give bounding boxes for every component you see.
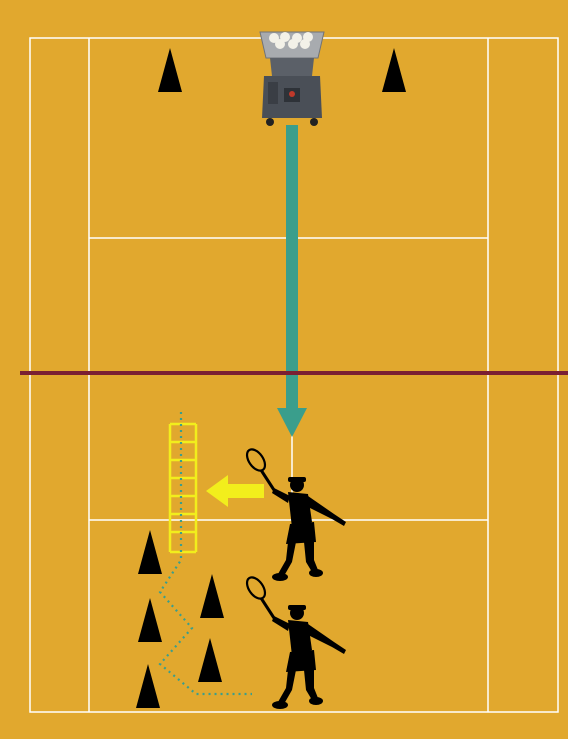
ball-machine-icon xyxy=(260,32,324,126)
